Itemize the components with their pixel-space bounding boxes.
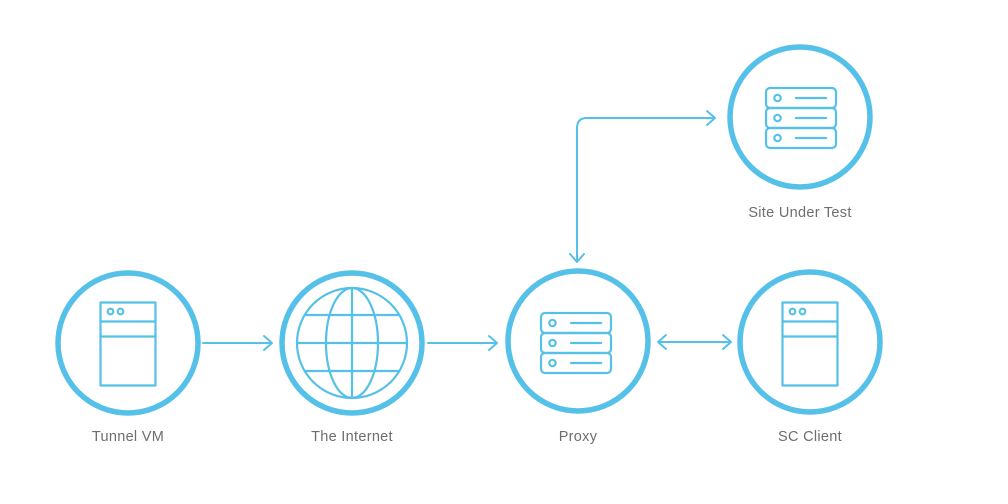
connector-tunnelvm-internet: [202, 335, 273, 351]
node-tunnel-vm: Tunnel VM: [55, 270, 201, 445]
connector-internet-proxy: [427, 335, 498, 351]
node-circle: [737, 269, 883, 415]
arrowhead-right-icon: [706, 110, 716, 126]
node-the-internet: The Internet: [279, 270, 425, 445]
node-circle: [505, 268, 651, 414]
node-label: Tunnel VM: [92, 429, 164, 445]
node-sc-client: SC Client: [737, 269, 883, 445]
arrowhead-right-icon: [488, 335, 498, 351]
arrowhead-down-icon: [569, 253, 585, 263]
connector-proxy-siteundertest: [569, 110, 716, 263]
node-label: Site Under Test: [748, 205, 851, 221]
node-label: Proxy: [559, 429, 598, 445]
node-label: The Internet: [311, 429, 393, 445]
arrowhead-right-icon: [263, 335, 273, 351]
arrowhead-left-icon: [657, 334, 667, 350]
node-circle: [55, 270, 201, 416]
connector-proxy-scclient: [657, 334, 732, 350]
arrowhead-right-icon: [722, 334, 732, 350]
node-site-under-test: Site Under Test: [727, 44, 873, 221]
node-proxy: Proxy: [505, 268, 651, 445]
globe-icon: [295, 286, 409, 400]
node-label: SC Client: [778, 429, 842, 445]
